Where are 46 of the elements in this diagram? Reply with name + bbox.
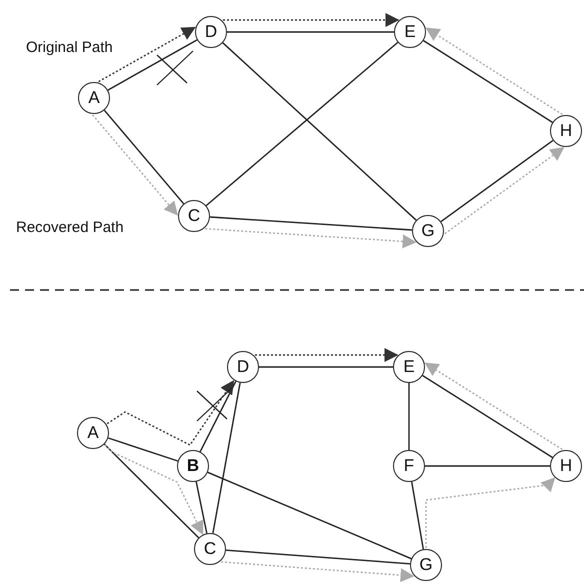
- connector-line: [108, 39, 198, 91]
- node-circle: G: [412, 215, 444, 247]
- connector-line: [207, 472, 412, 560]
- connector-line: [226, 550, 410, 564]
- connector-line: [206, 42, 398, 206]
- path-arrow: [255, 348, 398, 362]
- node-circle: B: [177, 450, 209, 482]
- path-label: Original Path: [26, 39, 113, 56]
- node-circle: C: [178, 200, 210, 232]
- path-arrow: [425, 477, 556, 548]
- path-arrow: [425, 28, 563, 115]
- node-circle: H: [550, 115, 582, 147]
- path-arrow: [98, 26, 196, 82]
- connector-line: [104, 110, 184, 204]
- node-circle: G: [410, 549, 442, 581]
- connector-line: [259, 366, 393, 368]
- path-arrow: [223, 13, 400, 27]
- connector-line: [227, 31, 394, 33]
- path-arrow: [92, 114, 178, 216]
- connector-line: [200, 380, 236, 452]
- path-arrow: [205, 228, 417, 248]
- node-circle: H: [550, 450, 582, 482]
- node-circle: A: [77, 417, 109, 449]
- node-circle: D: [227, 351, 259, 383]
- connector-line: [422, 374, 553, 458]
- path-label: Recovered Path: [16, 219, 124, 236]
- node-circle: E: [393, 351, 425, 383]
- connector-line: [411, 482, 424, 550]
- connector-line: [222, 42, 417, 221]
- connector-line: [196, 482, 208, 534]
- node-circle: C: [194, 533, 226, 565]
- path-arrow: [106, 380, 234, 446]
- connector-line: [108, 437, 178, 462]
- connector-line: [423, 40, 553, 123]
- connector-line: [210, 216, 412, 231]
- connector-line: [440, 140, 554, 222]
- connector-line: [212, 382, 241, 534]
- path-arrow: [221, 561, 414, 582]
- node-circle: F: [393, 450, 425, 482]
- node-circle: A: [78, 82, 110, 114]
- path-arrow: [444, 146, 564, 234]
- node-circle: E: [394, 16, 426, 48]
- path-arrow: [424, 362, 563, 450]
- connector-line: [408, 383, 410, 450]
- node-circle: D: [195, 16, 227, 48]
- connector-line: [425, 465, 550, 467]
